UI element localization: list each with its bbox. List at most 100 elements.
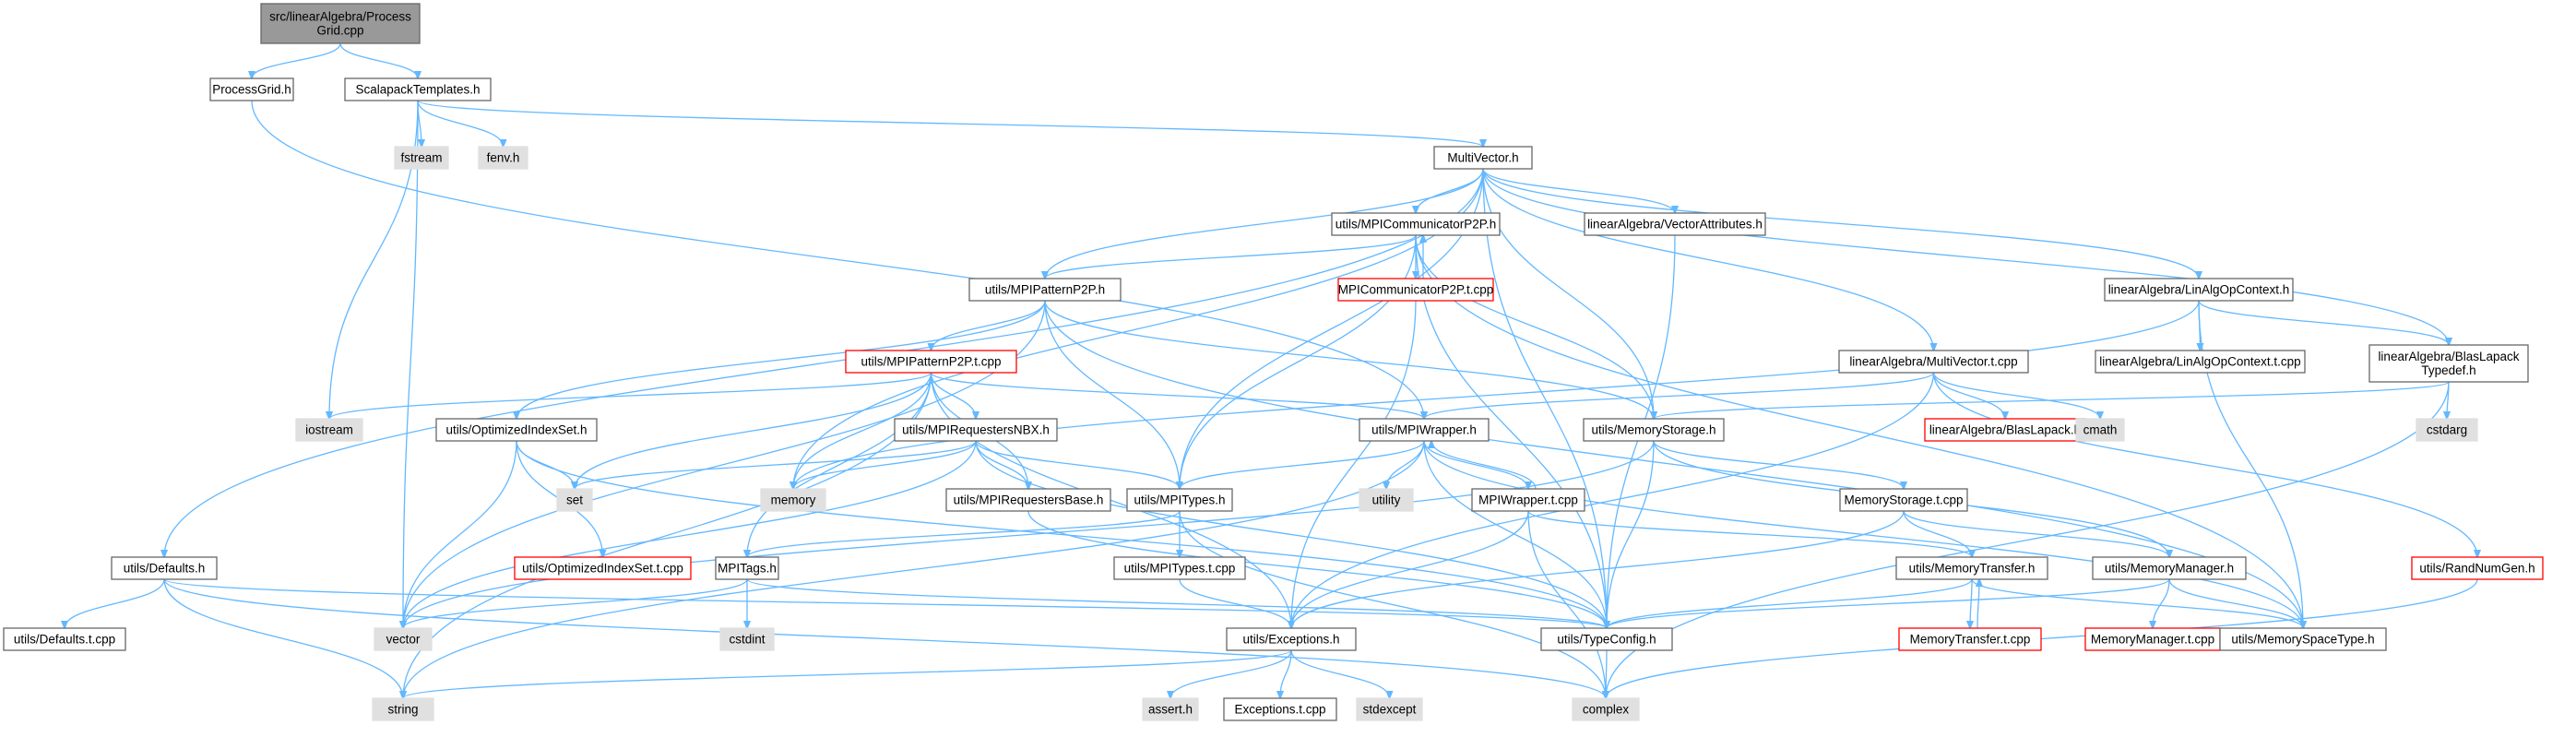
- edge-mpipatternp2p_h-to-optimizedindexset_h: [516, 300, 1046, 419]
- node-memorytransfer-h[interactable]: utils/MemoryTransfer.h: [1895, 556, 2048, 580]
- node-multivector-t[interactable]: linearAlgebra/MultiVector.t.cpp: [1838, 350, 2029, 374]
- edge-mpirequestersnbx_h-to-set: [575, 440, 977, 489]
- node-mpirequestersnbx-h[interactable]: utils/MPIRequestersNBX.h: [894, 418, 1058, 442]
- node-box: [2416, 418, 2478, 442]
- node-label: utils/MPICommunicatorP2P.h: [1335, 218, 1497, 232]
- edge-mpipatternp2p_h-to-memorystorage_h: [1044, 300, 1654, 419]
- node-box: [260, 3, 421, 44]
- edge-multivector_t-to-exceptions_h: [1291, 372, 1935, 628]
- node-mpicommp2p-t[interactable]: MPICommunicatorP2P.t.cpp: [1337, 278, 1494, 302]
- node-vectorattributes-h[interactable]: linearAlgebra/VectorAttributes.h: [1584, 212, 1766, 236]
- node-scalapacktemplates-h[interactable]: ScalapackTemplates.h: [344, 77, 492, 101]
- node-box: [478, 146, 528, 170]
- edge-memorymanager_h-to-typeconfig_h: [1607, 578, 2170, 628]
- node-label: cstdint: [729, 633, 765, 647]
- edge-mpicommp2p_h-to-mpipatternp2p_h: [1045, 234, 1417, 279]
- node-mpicommp2p-h[interactable]: utils/MPICommunicatorP2P.h: [1331, 212, 1501, 236]
- edge-mpicommp2p_h-to-typeconfig_h: [1415, 234, 1607, 628]
- node-exceptions-h[interactable]: utils/Exceptions.h: [1226, 627, 1357, 651]
- node-complex: complex: [1572, 697, 1640, 721]
- node-box: [1356, 697, 1423, 721]
- node-memorymanager-h[interactable]: utils/MemoryManager.h: [2092, 556, 2247, 580]
- edge-memorystorage_t-to-memorytransfer_h: [1903, 510, 1972, 557]
- node-box: [3, 627, 126, 651]
- edge-memorystorage_h-to-memorystorage_t: [1653, 440, 1904, 489]
- node-box: [1924, 418, 2086, 442]
- edge-multivector_h-to-typeconfig_h: [1482, 168, 1607, 628]
- node-root[interactable]: src/linearAlgebra/ProcessGrid.cpp: [260, 3, 421, 44]
- edge-mpirequestersnbx_h-to-mpitypes_h: [975, 440, 1180, 489]
- edge-mpiwrapper_h-to-utility: [1386, 440, 1425, 489]
- node-defaults-t[interactable]: utils/Defaults.t.cpp: [3, 627, 126, 651]
- node-mpitypes-t[interactable]: utils/MPITypes.t.cpp: [1113, 556, 1246, 580]
- edge-multivector_h-to-vectorattributes_h: [1482, 168, 1675, 213]
- node-box: [1337, 278, 1494, 302]
- node-iostream: iostream: [295, 418, 363, 442]
- node-box: [2084, 627, 2221, 651]
- node-optimizedindexset-t[interactable]: utils/OptimizedIndexSet.t.cpp: [514, 556, 692, 580]
- node-label: MemoryManager.t.cpp: [2091, 633, 2214, 647]
- node-linalgopcontext-h[interactable]: linearAlgebra/LinAlgOpContext.h: [2104, 278, 2294, 302]
- node-label: linearAlgebra/LinAlgOpContext.t.cpp: [2099, 355, 2300, 369]
- node-mpirequestersbase-h[interactable]: utils/MPIRequestersBase.h: [945, 488, 1111, 512]
- edge-mpipatternp2p_h-to-mpipatternp2p_t: [932, 300, 1046, 351]
- node-box: [1583, 418, 1725, 442]
- edge-optimizedindexset_h-to-vector: [403, 440, 517, 628]
- node-label: stdexcept: [1363, 703, 1417, 717]
- node-label: MemoryStorage.t.cpp: [1844, 493, 1963, 507]
- node-optimizedindexset-h[interactable]: utils/OptimizedIndexSet.h: [435, 418, 598, 442]
- node-typeconfig-h[interactable]: utils/TypeConfig.h: [1540, 627, 1673, 651]
- node-stdexcept: stdexcept: [1356, 697, 1423, 721]
- node-linalgopcontext-t[interactable]: linearAlgebra/LinAlgOpContext.t.cpp: [2095, 350, 2306, 374]
- node-exceptions-t[interactable]: Exceptions.t.cpp: [1223, 697, 1337, 721]
- edge-mpitypes_h-to-complex: [1179, 510, 1606, 698]
- node-label: utils/RandNumGen.h: [2419, 562, 2534, 576]
- edge-memorymanager_h-to-memoryspacetype_h: [2168, 578, 2303, 628]
- node-randnumgen-h[interactable]: utils/RandNumGen.h: [2411, 556, 2544, 580]
- node-processgrid-h[interactable]: ProcessGrid.h: [209, 77, 294, 101]
- node-mpitypes-h[interactable]: utils/MPITypes.h: [1126, 488, 1233, 512]
- node-label: linearAlgebra/VectorAttributes.h: [1587, 218, 1763, 232]
- node-label: utils/OptimizedIndexSet.t.cpp: [522, 562, 683, 576]
- node-memoryspacetype-h[interactable]: utils/MemorySpaceType.h: [2219, 627, 2387, 651]
- node-mpiwrapper-t[interactable]: MPIWrapper.t.cpp: [1471, 488, 1585, 512]
- node-label: MPICommunicatorP2P.t.cpp: [1338, 283, 1494, 297]
- edge-mpiwrapper_h-to-mpitypes_h: [1180, 440, 1425, 489]
- edge-defaults_h-to-typeconfig_h: [163, 578, 1607, 628]
- node-multivector-h[interactable]: MultiVector.h: [1433, 146, 1533, 170]
- node-label: utils/MPITypes.h: [1134, 493, 1225, 507]
- node-defaults-h[interactable]: utils/Defaults.h: [111, 556, 218, 580]
- node-memorymanager-t[interactable]: MemoryManager.t.cpp: [2084, 627, 2221, 651]
- node-box: [374, 627, 433, 651]
- edge-root-to-processgrid_h: [252, 42, 341, 78]
- node-box: [1471, 488, 1585, 512]
- node-mpipatternp2p-h[interactable]: utils/MPIPatternP2P.h: [968, 278, 1122, 302]
- node-label: utils/MemorySpaceType.h: [2231, 633, 2374, 647]
- edge-mpicommp2p_h-to-memorystorage_h: [1415, 234, 1654, 419]
- node-memory: memory: [760, 488, 826, 512]
- edge-mpiwrapper_h-to-typeconfig_h: [1423, 440, 1607, 628]
- node-mpiwrapper-h[interactable]: utils/MPIWrapper.h: [1359, 418, 1490, 442]
- edge-defaults_h-to-complex: [163, 578, 1606, 698]
- node-mpitags-h[interactable]: MPITags.h: [715, 556, 779, 580]
- node-box: [1226, 627, 1357, 651]
- node-memorystorage-t[interactable]: MemoryStorage.t.cpp: [1839, 488, 1968, 512]
- node-blaslapack-h[interactable]: linearAlgebra/BlasLapack.h: [1924, 418, 2086, 442]
- edge-mpiwrapper_h-to-mpiwrapper_t: [1423, 440, 1528, 489]
- node-mpipatternp2p-t[interactable]: utils/MPIPatternP2P.t.cpp: [845, 350, 1017, 374]
- node-box: [435, 418, 598, 442]
- node-memorystorage-h[interactable]: utils/MemoryStorage.h: [1583, 418, 1725, 442]
- node-label: string: [387, 703, 418, 717]
- edge-memorystorage_t-to-exceptions_h: [1291, 510, 1905, 628]
- node-box: [344, 77, 492, 101]
- edge-mpitags_h-to-typeconfig_h: [746, 578, 1607, 628]
- edge-memorystorage_t-to-memorymanager_h: [1903, 510, 2169, 557]
- node-box: [1359, 488, 1414, 512]
- node-box: [2219, 627, 2387, 651]
- node-memorytransfer-t[interactable]: MemoryTransfer.t.cpp: [1898, 627, 2042, 651]
- edge-exceptions_h-to-exceptions_t: [1280, 649, 1292, 698]
- node-box: [945, 488, 1111, 512]
- node-label: ScalapackTemplates.h: [355, 83, 480, 97]
